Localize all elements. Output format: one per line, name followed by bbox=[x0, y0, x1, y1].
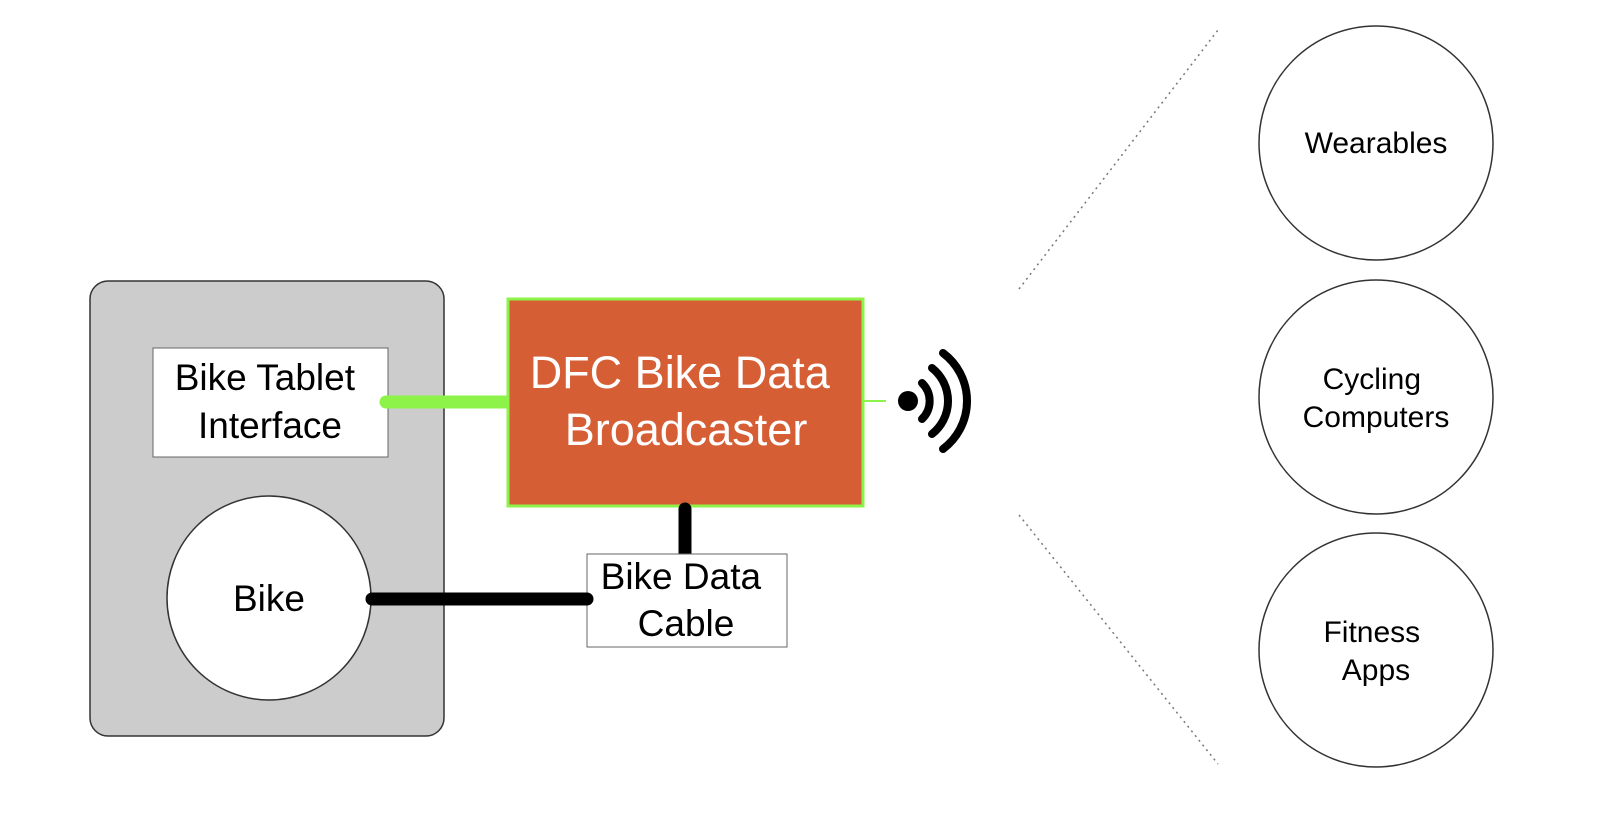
fitness-apps-node bbox=[1258, 532, 1494, 768]
wearables-label: Wearables bbox=[1305, 127, 1448, 160]
fitness-apps-label: Fitness Apps bbox=[1323, 616, 1428, 687]
broadcaster-box bbox=[506, 297, 865, 508]
wireless-signal-icon bbox=[898, 349, 971, 453]
cycling-computers-node bbox=[1258, 279, 1494, 515]
cycling-computers-label: Cycling Computers bbox=[1303, 363, 1450, 434]
bike-data-cable-label: Bike Data Cable bbox=[601, 556, 772, 644]
fanout-upper-line bbox=[1018, 29, 1219, 290]
bike-tablet-interface-label: Bike Tablet Interface bbox=[175, 357, 366, 446]
wearables-node bbox=[1258, 25, 1494, 261]
bike-label: Bike bbox=[233, 578, 305, 619]
broadcaster-label: DFC Bike Data Broadcaster bbox=[530, 347, 843, 455]
bike-data-cable-box bbox=[586, 553, 788, 648]
bike-tablet-interface-box bbox=[152, 347, 389, 458]
fanout-lower-line bbox=[1018, 514, 1219, 765]
